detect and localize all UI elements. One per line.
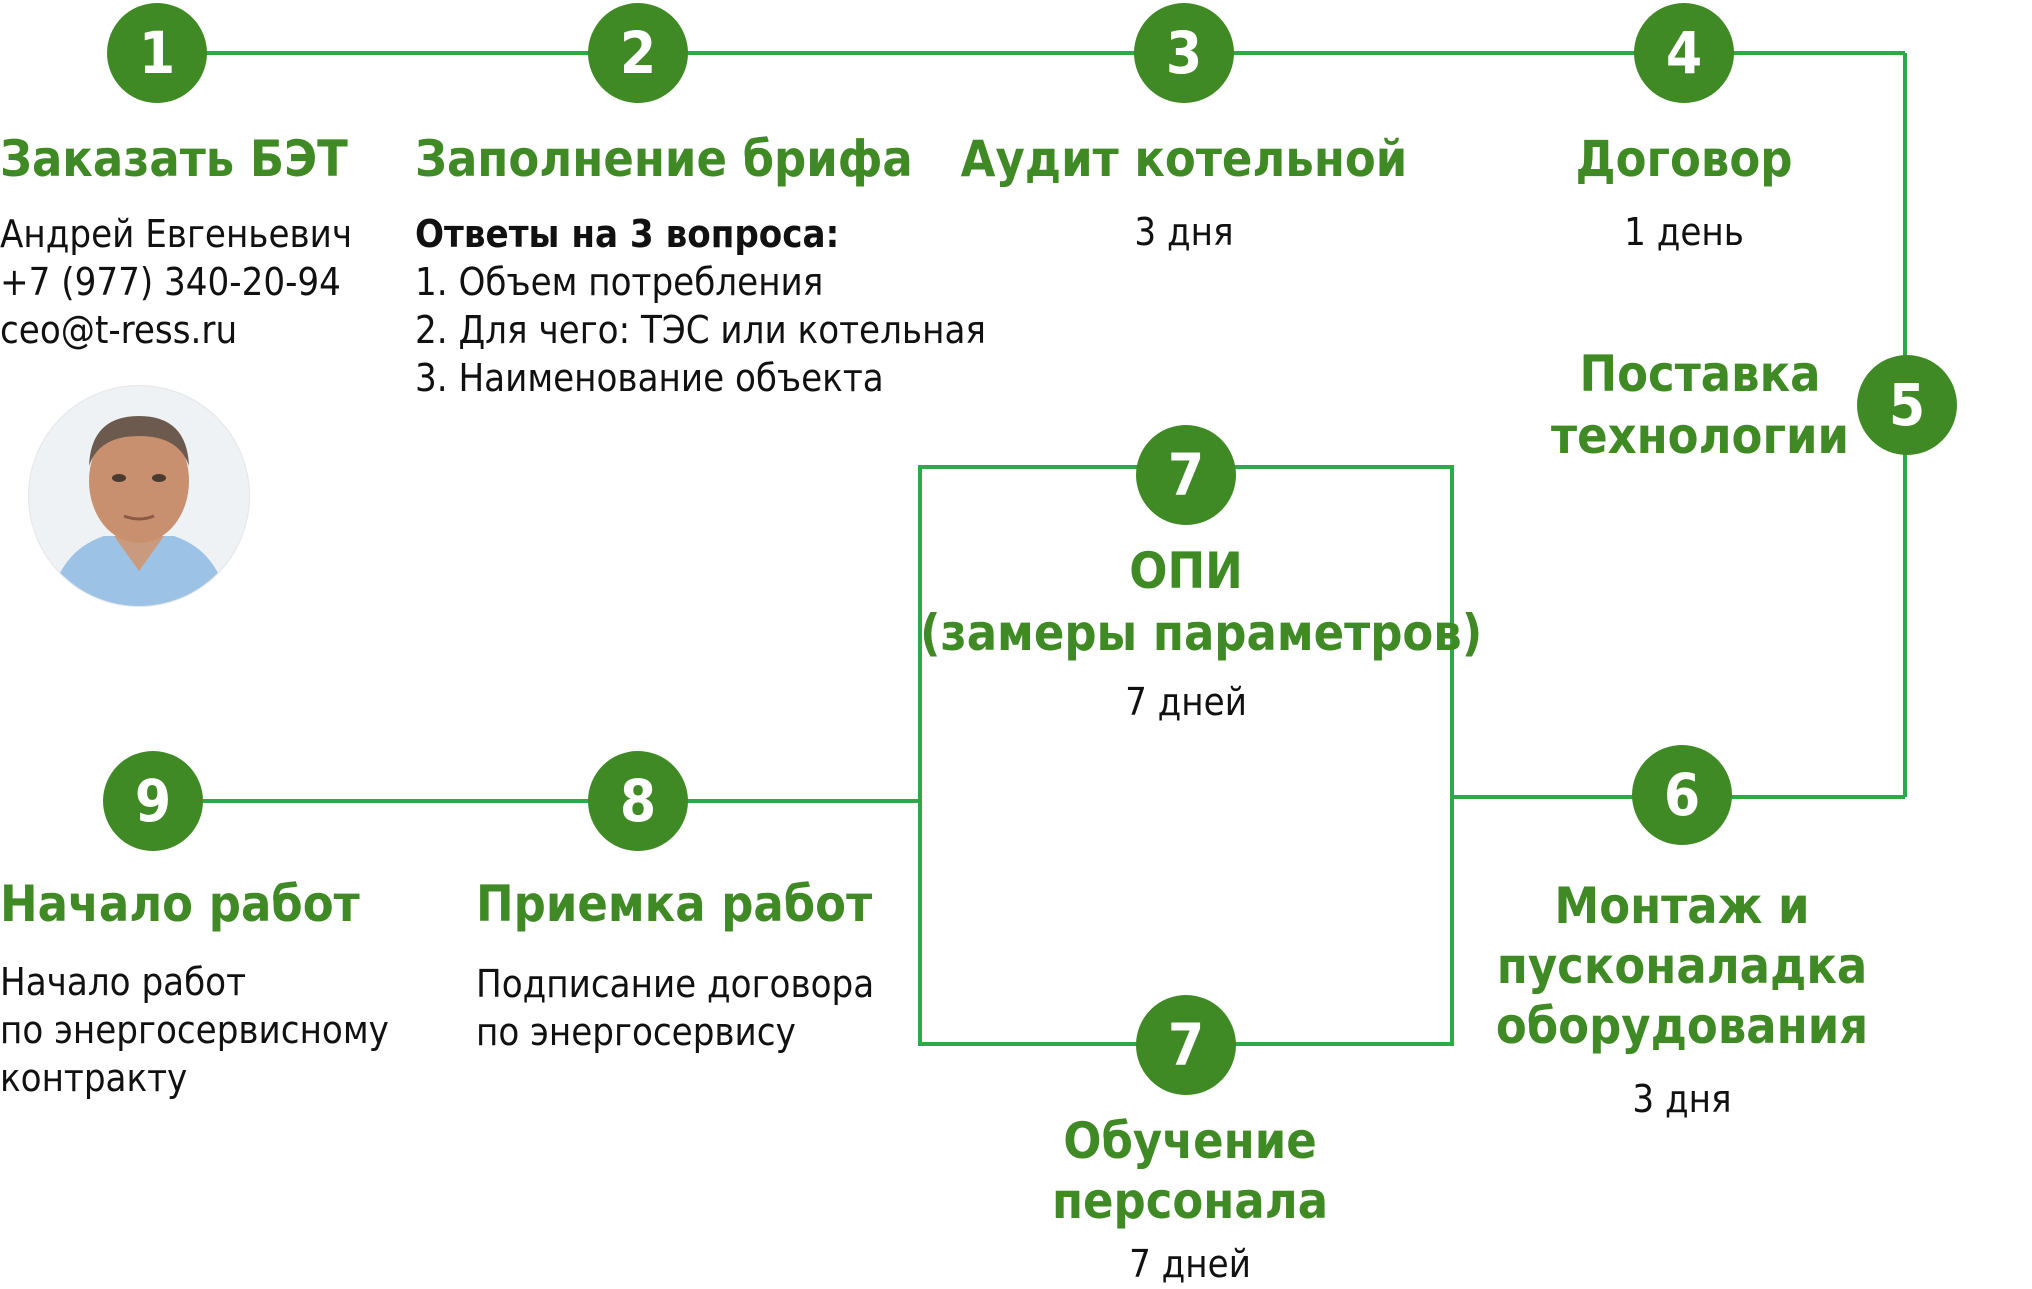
step-6-duration: 3 дня xyxy=(1632,1077,1732,1121)
step-6-title-line-2: пусконаладка xyxy=(1496,937,1868,995)
step-3-duration: 3 дня xyxy=(1134,210,1234,254)
step-9-title: Начало работ xyxy=(0,875,360,933)
step-4-number: 4 xyxy=(1634,3,1734,103)
step-1-contact-phone: +7 (977) 340-20-94 xyxy=(0,260,341,304)
step-2-heading: Ответы на 3 вопроса: xyxy=(415,212,840,256)
contact-avatar xyxy=(28,385,250,607)
step-1-contact-email: ceo@t-ress.ru xyxy=(0,308,238,352)
step-6-title-line-1: Монтаж и xyxy=(1554,877,1810,935)
step-9-text-line-2: по энергосервисному xyxy=(0,1008,389,1052)
step-7-training-title-line-2: персонала xyxy=(1051,1172,1329,1230)
step-8-number: 8 xyxy=(588,751,688,851)
step-1-title: Заказать БЭТ xyxy=(0,130,348,188)
step-6-number: 6 xyxy=(1632,745,1732,845)
step-4-duration: 1 день xyxy=(1624,210,1744,254)
step-7-training-duration: 7 дней xyxy=(1129,1242,1251,1286)
step-7-training-number: 7 xyxy=(1136,995,1236,1095)
step-2-answer-1: 1. Объем потребления xyxy=(415,260,824,304)
step-4-title: Договор xyxy=(1575,130,1793,188)
step-5-title-line-2: технологии xyxy=(1551,407,1849,465)
step-2-answer-3: 3. Наименование объекта xyxy=(415,356,884,400)
step-7-opi-title-line-2: (замеры параметров) xyxy=(920,604,1483,662)
step-8-text-line-2: по энергосервису xyxy=(476,1010,796,1054)
step-2-title: Заполнение брифа xyxy=(415,130,913,188)
step-1-number: 1 xyxy=(107,3,207,103)
step-7-opi-number: 7 xyxy=(1136,425,1236,525)
step-1-contact-name: Андрей Евгеньевич xyxy=(0,212,353,256)
step-5-number: 5 xyxy=(1857,355,1957,455)
step-9-text-line-3: контракту xyxy=(0,1056,188,1100)
step-7-opi-title-line-1: ОПИ xyxy=(1129,542,1243,600)
step-2-number: 2 xyxy=(588,3,688,103)
person-photo-icon xyxy=(29,386,249,606)
step-8-title: Приемка работ xyxy=(476,875,873,933)
step-9-number: 9 xyxy=(103,751,203,851)
step-9-text-line-1: Начало работ xyxy=(0,960,246,1004)
step-2-answer-2: 2. Для чего: ТЭС или котельная xyxy=(415,308,986,352)
step-3-number: 3 xyxy=(1134,3,1234,103)
step-8-text-line-1: Подписание договора xyxy=(476,962,875,1006)
step-5-title-line-1: Поставка xyxy=(1579,345,1821,403)
step-3-title: Аудит котельной xyxy=(960,130,1408,188)
step-7-opi-duration: 7 дней xyxy=(1125,680,1247,724)
step-7-training-title-line-1: Обучение xyxy=(1063,1112,1317,1170)
step-6-title-line-3: оборудования xyxy=(1495,997,1869,1055)
